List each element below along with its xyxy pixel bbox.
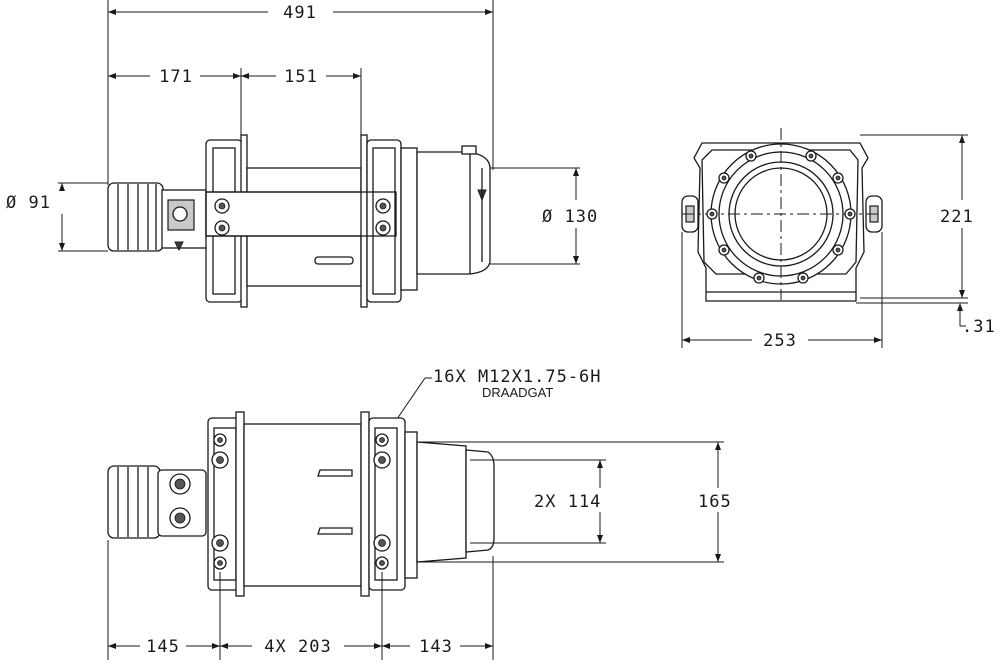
- label-end-height: 221: [940, 207, 974, 227]
- dim-bottom-chain: 145 4X 203 143: [108, 637, 493, 657]
- label-base-offset: .31: [962, 317, 996, 337]
- top-view: 491 171 151: [6, 0, 598, 308]
- dim-overall-length: 491: [108, 3, 493, 23]
- gearbox-top: [400, 145, 491, 291]
- end-view: 221 .31 253: [681, 128, 996, 351]
- label-end-width: 253: [763, 331, 797, 351]
- label-gearbox-diameter: Ø 130: [542, 207, 598, 227]
- bottom-view: 16X M12X1.75-6H DRAADGAT: [107, 367, 732, 660]
- flange-bolts-bottom: [211, 433, 391, 570]
- label-drum-length: 151: [284, 67, 318, 87]
- label-motor-diameter: Ø 91: [6, 193, 51, 213]
- motor-bottom: [107, 465, 207, 539]
- label-motor-length: 171: [159, 67, 193, 87]
- label-thread-note: 16X M12X1.75-6H: [433, 367, 602, 387]
- dim-gearbox-height: 165: [418, 441, 732, 563]
- label-gearbox-height: 165: [698, 492, 732, 512]
- label-overall-length: 491: [283, 3, 317, 23]
- dim-motor-diameter: Ø 91: [6, 182, 108, 252]
- dim-end-width: 253: [681, 232, 883, 351]
- label-hole-spacing-vertical: 2X 114: [534, 492, 601, 512]
- label-hole-spacing-horizontal: 4X 203: [264, 637, 331, 657]
- label-right-offset: 143: [419, 637, 453, 657]
- motor-top: [107, 182, 209, 252]
- flange-bolts-top: [214, 198, 391, 236]
- dim-hole-spacing-vertical: 2X 114: [470, 459, 606, 544]
- dim-end-height: 221: [860, 134, 974, 299]
- drum-bottom: [243, 423, 362, 587]
- end-bolts: [706, 150, 856, 284]
- label-thread-note-sub: DRAADGAT: [482, 385, 553, 400]
- dim-gearbox-diameter: Ø 130: [490, 167, 598, 265]
- gearbox-bottom: [404, 431, 495, 579]
- label-left-offset: 145: [146, 637, 180, 657]
- dim-motor-drum: 171 151: [108, 67, 361, 87]
- dim-base-offset: .31: [856, 302, 996, 337]
